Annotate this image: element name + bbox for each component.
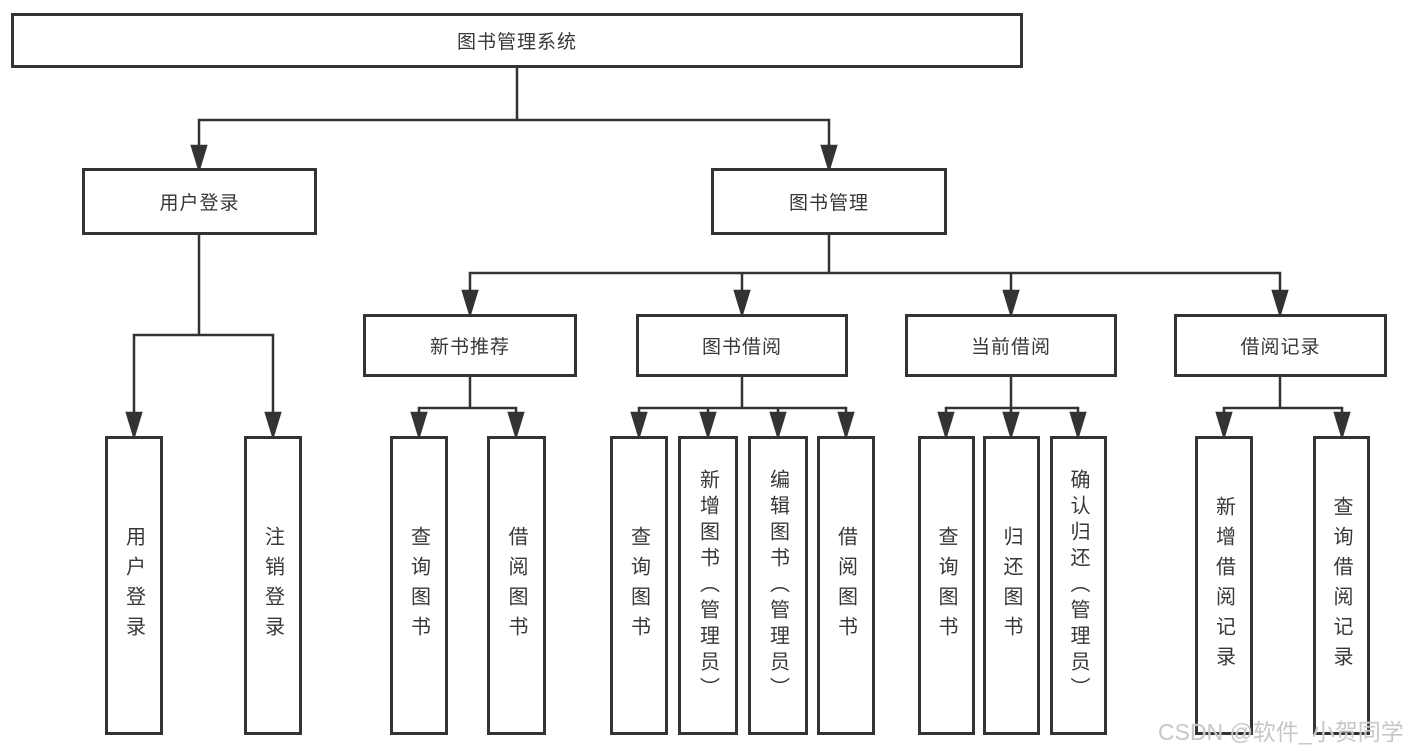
node-leaf-br-query-record: 查询借阅记录 — [1313, 436, 1370, 735]
node-leaf-nbr-borrow-books-label: 借阅图书 — [505, 525, 527, 646]
arrowhead-icon — [937, 411, 955, 441]
node-leaf-logout-label: 注销登录 — [261, 525, 284, 646]
connector-book-borrow-to-leaves — [630, 377, 855, 441]
node-leaf-bb-borrow-books: 借阅图书 — [817, 436, 875, 735]
connector-user-login-to-leaves — [125, 235, 282, 441]
node-leaf-user-login-label: 用户登录 — [122, 525, 145, 646]
node-root-label: 图书管理系统 — [456, 32, 577, 53]
arrowhead-icon — [1333, 411, 1351, 441]
arrowhead-icon — [410, 411, 428, 441]
arrowhead-icon — [1215, 411, 1233, 441]
connector-book-mgmt-to-level3 — [461, 235, 1289, 319]
node-leaf-bb-add-books-label: 新增图书（管理员） — [696, 468, 719, 703]
arrowhead-icon — [1002, 289, 1020, 319]
node-leaf-br-query-record-label: 查询借阅记录 — [1330, 495, 1352, 676]
node-leaf-br-add-record-label: 新增借阅记录 — [1212, 495, 1235, 676]
connector-new-book-rec-to-leaves — [410, 377, 525, 441]
connector-current-borrow-to-leaves — [937, 377, 1087, 441]
arrowhead-icon — [264, 411, 282, 441]
arrowhead-icon — [461, 289, 479, 319]
node-book-management: 图书管理 — [711, 168, 947, 235]
node-leaf-bb-query-books: 查询图书 — [610, 436, 668, 735]
arrowhead-icon — [820, 144, 838, 174]
node-user-login-label: 用户登录 — [159, 193, 240, 214]
node-leaf-nbr-query-books: 查询图书 — [390, 436, 448, 735]
node-current-borrow-label: 当前借阅 — [970, 337, 1051, 358]
csdn-watermark: CSDN @软件_小贺同学 — [1158, 719, 1404, 745]
node-leaf-bb-edit-books: 编辑图书（管理员） — [748, 436, 808, 735]
node-leaf-cb-return-books-label: 归还图书 — [1000, 525, 1022, 646]
node-leaf-cb-return-books: 归还图书 — [983, 436, 1040, 735]
node-leaf-bb-add-books: 新增图书（管理员） — [678, 436, 738, 735]
node-book-management-label: 图书管理 — [788, 193, 869, 214]
node-book-borrow: 图书借阅 — [636, 314, 848, 377]
node-leaf-nbr-borrow-books: 借阅图书 — [487, 436, 546, 735]
arrowhead-icon — [1069, 411, 1087, 441]
node-leaf-bb-edit-books-label: 编辑图书（管理员） — [766, 468, 789, 703]
node-leaf-user-login: 用户登录 — [105, 436, 163, 735]
arrowhead-icon — [837, 411, 855, 441]
node-new-book-recommend-label: 新书推荐 — [429, 337, 510, 358]
arrowhead-icon — [699, 411, 717, 441]
node-user-login: 用户登录 — [82, 168, 317, 235]
arrowhead-icon — [190, 144, 208, 174]
connector-root-to-level2 — [190, 67, 838, 174]
node-root: 图书管理系统 — [11, 13, 1023, 68]
arrowhead-icon — [507, 411, 525, 441]
node-leaf-br-add-record: 新增借阅记录 — [1195, 436, 1253, 735]
node-leaf-cb-confirm-return: 确认归还（管理员） — [1050, 436, 1107, 735]
node-current-borrow: 当前借阅 — [905, 314, 1117, 377]
node-new-book-recommend: 新书推荐 — [363, 314, 577, 377]
node-borrow-records-label: 借阅记录 — [1240, 337, 1321, 358]
node-borrow-records: 借阅记录 — [1174, 314, 1387, 377]
arrowhead-icon — [1002, 411, 1020, 441]
node-leaf-bb-borrow-books-label: 借阅图书 — [834, 525, 857, 646]
arrowhead-icon — [733, 289, 751, 319]
node-leaf-cb-confirm-return-label: 确认归还（管理员） — [1067, 468, 1089, 703]
connector-borrow-records-to-leaves — [1215, 377, 1351, 441]
arrowhead-icon — [1271, 289, 1289, 319]
node-book-borrow-label: 图书借阅 — [701, 337, 782, 358]
node-leaf-cb-query-books-label: 查询图书 — [935, 525, 957, 646]
node-leaf-cb-query-books: 查询图书 — [918, 436, 975, 735]
node-leaf-bb-query-books-label: 查询图书 — [627, 525, 650, 646]
arrowhead-icon — [769, 411, 787, 441]
arrowhead-icon — [125, 411, 143, 441]
node-leaf-nbr-query-books-label: 查询图书 — [407, 525, 430, 646]
arrowhead-icon — [630, 411, 648, 441]
node-leaf-logout: 注销登录 — [244, 436, 302, 735]
